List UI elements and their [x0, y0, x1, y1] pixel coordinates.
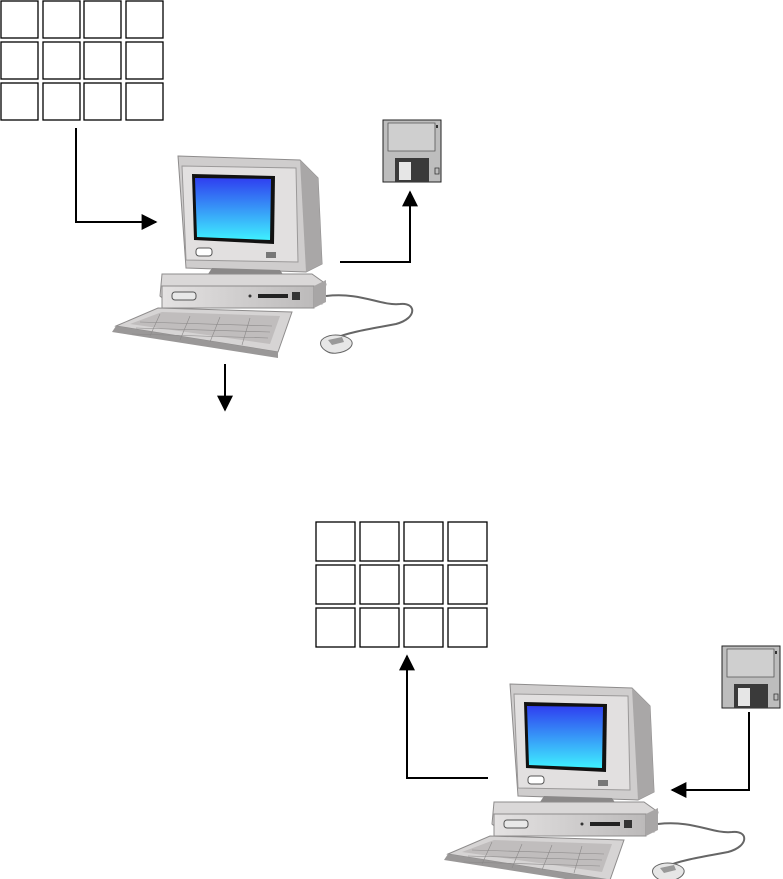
grid-cell [1, 1, 163, 120]
computer-icon [112, 156, 412, 358]
grid-cell [316, 522, 487, 647]
arrow-computer-to-grid [407, 656, 488, 778]
arrow-computer-to-floppy [340, 192, 410, 262]
floppy-disk-bottom [722, 646, 780, 708]
floppy-disk-icon [722, 646, 780, 708]
computer-icon [444, 684, 744, 879]
arrow-floppy-to-computer [672, 712, 749, 790]
top-data-grid [1, 1, 163, 120]
arrow-grid-to-computer [76, 128, 156, 222]
bottom-data-grid [316, 522, 487, 647]
computer-illustration-bottom [444, 684, 744, 879]
computer-illustration-top [112, 156, 412, 358]
floppy-disk-icon [383, 120, 441, 182]
floppy-disk-top [383, 120, 441, 182]
